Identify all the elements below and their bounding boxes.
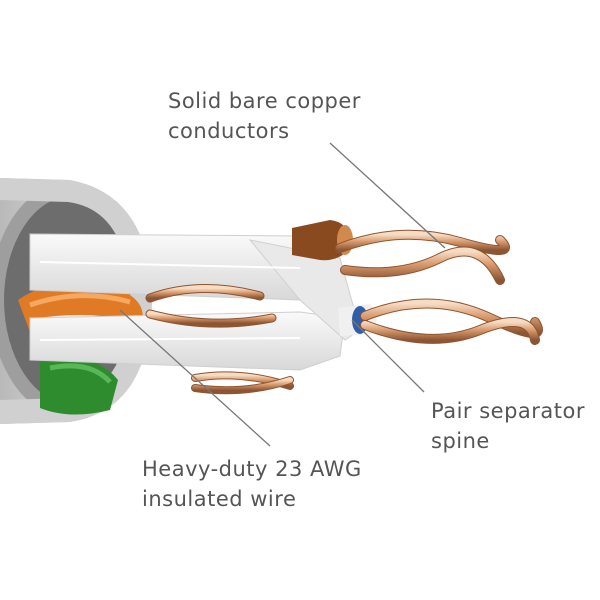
callout-wire-line1: Heavy-duty 23 AWG — [142, 457, 362, 481]
callout-wire-line2: insulated wire — [142, 487, 297, 511]
callout-copper-line1: Solid bare copper — [168, 89, 361, 113]
leader-line-copper — [329, 142, 446, 249]
copper-conductors-top — [335, 229, 510, 285]
callout-copper-conductors: Solid bare copper conductors — [168, 86, 361, 146]
brown-pair — [292, 220, 353, 261]
callout-copper-line2: conductors — [168, 119, 290, 143]
separator-spine — [29, 233, 361, 371]
callout-spine-line1: Pair separator — [431, 399, 586, 423]
green-pair — [40, 358, 118, 415]
callout-separator-spine: Pair separator spine — [431, 396, 585, 456]
leader-lines — [119, 142, 446, 447]
callout-spine-line2: spine — [431, 429, 490, 453]
leader-line-spine — [351, 319, 425, 393]
copper-conductors-lower — [191, 371, 294, 395]
leader-line-wire — [119, 309, 271, 447]
callout-insulated-wire: Heavy-duty 23 AWG insulated wire — [142, 454, 362, 514]
copper-conductors-bottom — [360, 298, 543, 345]
copper-conductors-left — [145, 283, 277, 328]
